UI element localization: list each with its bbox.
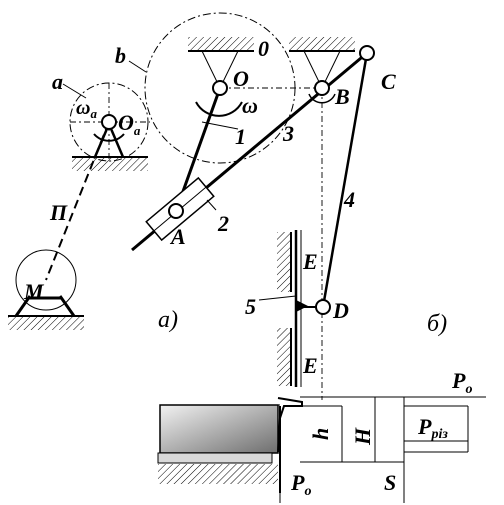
label-panel-b: б) <box>427 311 447 337</box>
joint-C <box>359 45 375 61</box>
omega-b-arc <box>308 93 336 104</box>
cutter <box>277 397 303 453</box>
joint-B <box>314 80 330 96</box>
workpiece <box>159 404 279 454</box>
label-D: D <box>332 298 349 323</box>
label-panel-a: а) <box>158 307 178 333</box>
omega-a-arc <box>93 133 125 142</box>
workpiece-area <box>157 397 303 493</box>
guide-E <box>277 230 308 387</box>
joint-A <box>168 203 184 219</box>
label-link-1: 1 <box>235 124 246 149</box>
ground-hatch-M <box>8 316 84 330</box>
joint-D <box>315 299 331 315</box>
label-P-riz: Pріз <box>417 414 448 442</box>
ground-hatch-O <box>188 37 254 51</box>
label-E-bottom: E <box>302 353 318 378</box>
label-omega-a: ωa <box>76 97 97 121</box>
label-P0-bottom: Po <box>290 470 311 499</box>
joint-Oa <box>101 114 117 130</box>
label-belt-P: П <box>49 200 68 225</box>
label-circle-a: a <box>52 69 63 94</box>
joints <box>101 45 375 315</box>
label-A: A <box>169 224 186 249</box>
omega-arc <box>195 101 243 117</box>
label-link-4: 4 <box>343 187 355 212</box>
label-omega: ω <box>242 93 258 118</box>
label-S: S <box>384 470 396 495</box>
label-slider-2: 2 <box>217 211 229 236</box>
label-Oa: Oa <box>118 110 141 138</box>
label-link-3: 3 <box>282 121 294 146</box>
motor-M <box>15 249 77 311</box>
label-M: M <box>23 279 45 304</box>
label-P0-top: Po <box>451 368 472 397</box>
label-C: C <box>381 69 396 94</box>
label-link-5: 5 <box>245 294 256 319</box>
center-lines <box>70 83 323 400</box>
ground-hatch-Oa <box>72 157 148 171</box>
leader-lines <box>62 60 297 301</box>
label-circle-b: b <box>115 43 126 68</box>
label-E-top: E <box>302 249 318 274</box>
label-h: h <box>308 428 333 440</box>
ground-supports <box>8 37 355 484</box>
links <box>131 51 369 308</box>
labels: a ωa Oa b 0 O ω 1 3 B C 4 2 A E 5 D E П … <box>23 36 472 499</box>
label-B: B <box>334 84 350 109</box>
joint-O <box>212 80 228 96</box>
dimension-lines <box>279 396 486 503</box>
support-M <box>14 295 76 317</box>
label-H: H <box>350 427 375 446</box>
label-O: O <box>233 66 249 91</box>
label-ground-0: 0 <box>258 36 269 61</box>
ground-hatch-table <box>158 464 278 484</box>
link-4 <box>321 52 369 308</box>
table-plate <box>157 452 273 464</box>
ground-hatch-B <box>289 37 355 51</box>
